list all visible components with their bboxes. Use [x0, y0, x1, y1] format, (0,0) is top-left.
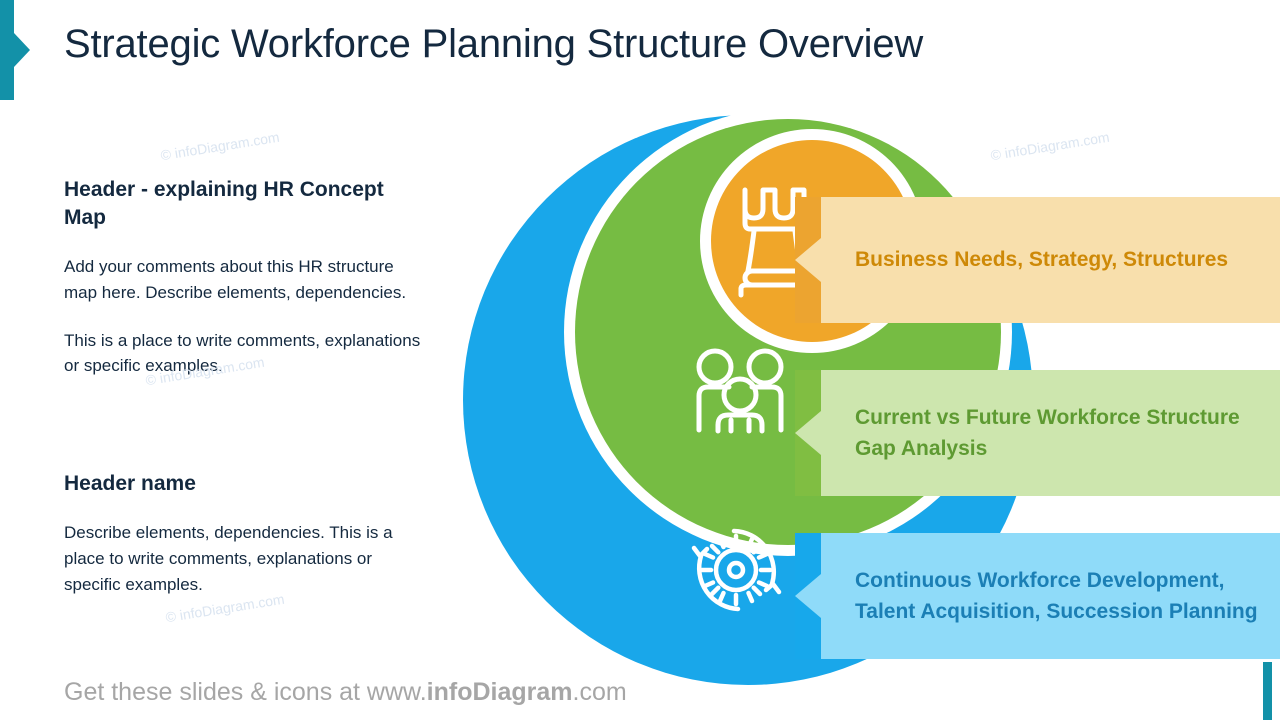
text-block-2: Header name Describe elements, dependenc… [64, 470, 424, 619]
callout-label: Business Needs, Strategy, Structures [855, 248, 1229, 272]
text-block-2-paragraph-1: Describe elements, dependencies. This is… [64, 522, 393, 594]
footer-promo: Get these slides & icons at www.infoDiag… [64, 678, 627, 707]
text-block-1-paragraph-2: This is a place to write comments, expla… [64, 330, 421, 376]
text-block-1: Header - explaining HR Concept Map Add y… [64, 176, 424, 401]
callout-body-orange: Business Needs, Strategy, Structures [821, 197, 1280, 323]
text-block-1-heading: Header - explaining HR Concept Map [64, 178, 384, 229]
people-group-icon [696, 348, 784, 434]
callout-notch-orange [795, 238, 821, 282]
text-block-1-paragraph-1: Add your comments about this HR structur… [64, 256, 407, 302]
callout-gap-analysis[interactable]: Current vs Future Workforce Structure Ga… [795, 370, 1280, 496]
page-title: Strategic Workforce Planning Structure O… [64, 22, 924, 66]
corner-accent-mark [1263, 662, 1272, 720]
footer-prefix: Get these slides & icons at www. [64, 678, 427, 706]
callout-notch-blue [795, 574, 821, 618]
callout-notch-green [795, 411, 821, 455]
callout-continuous-development[interactable]: Continuous Workforce Development, Talent… [795, 533, 1280, 659]
callout-label: Continuous Workforce Development, Talent… [855, 568, 1258, 624]
gear-refresh-icon [691, 528, 782, 612]
callout-body-green: Current vs Future Workforce Structure Ga… [821, 370, 1280, 496]
title-accent-chevron-icon [14, 33, 30, 67]
title-accent-bar [0, 0, 14, 100]
callout-body-blue: Continuous Workforce Development, Talent… [821, 533, 1280, 659]
callout-label: Current vs Future Workforce Structure Ga… [855, 405, 1240, 461]
footer-suffix: .com [572, 678, 627, 706]
callout-business-needs[interactable]: Business Needs, Strategy, Structures [795, 197, 1280, 323]
footer-brand: infoDiagram [426, 678, 573, 706]
text-block-2-heading: Header name [64, 472, 196, 495]
